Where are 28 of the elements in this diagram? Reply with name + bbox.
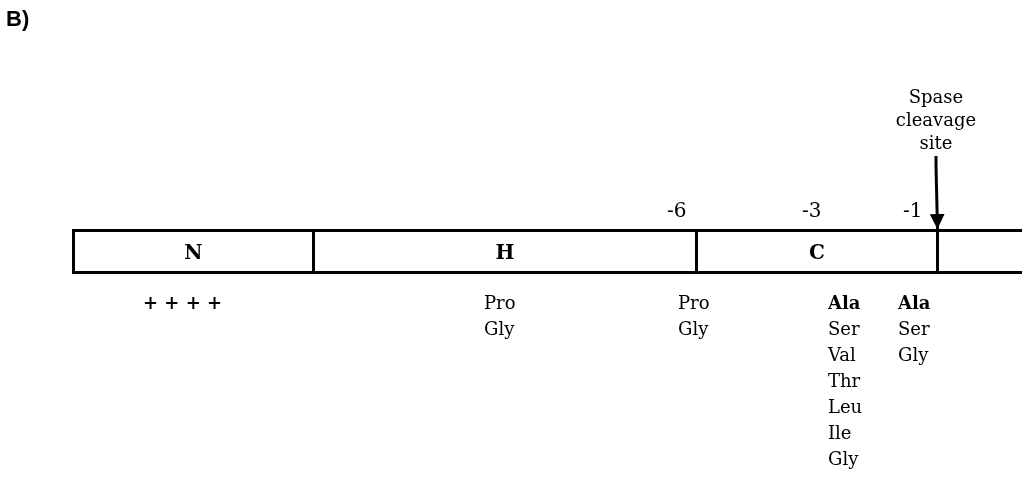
region-label: H: [495, 239, 515, 264]
mature-protein-box: [936, 229, 1022, 274]
residue-label: Ala: [898, 292, 931, 314]
residue-label: Leu: [828, 396, 863, 418]
charge-signs: + + + +: [143, 292, 223, 314]
residue-label: Ser: [898, 318, 930, 340]
residue-label: Pro: [678, 292, 710, 314]
position-number: -1: [903, 199, 923, 221]
residue-label: Gly: [678, 318, 709, 340]
panel-letter: B): [6, 8, 30, 30]
residue-label: Gly: [484, 318, 515, 340]
residue-label: Gly: [898, 344, 929, 366]
residue-label: Gly: [828, 448, 859, 470]
residue-label: Ile: [828, 422, 852, 444]
position-number: -3: [802, 199, 822, 221]
region-label: C: [809, 239, 825, 264]
residue-label: Pro: [484, 292, 516, 314]
region-label: N: [184, 239, 203, 264]
position-number: -6: [667, 199, 687, 221]
residue-label: Ala: [828, 292, 861, 314]
residue-label: Val: [828, 344, 856, 366]
residue-label: Thr: [828, 370, 861, 392]
residue-label: Ser: [828, 318, 860, 340]
callout-text: Spase cleavage site: [886, 85, 986, 154]
region-box: [695, 229, 939, 274]
region-box: [312, 229, 698, 274]
arrow: [929, 156, 945, 230]
region-box: [72, 229, 315, 274]
